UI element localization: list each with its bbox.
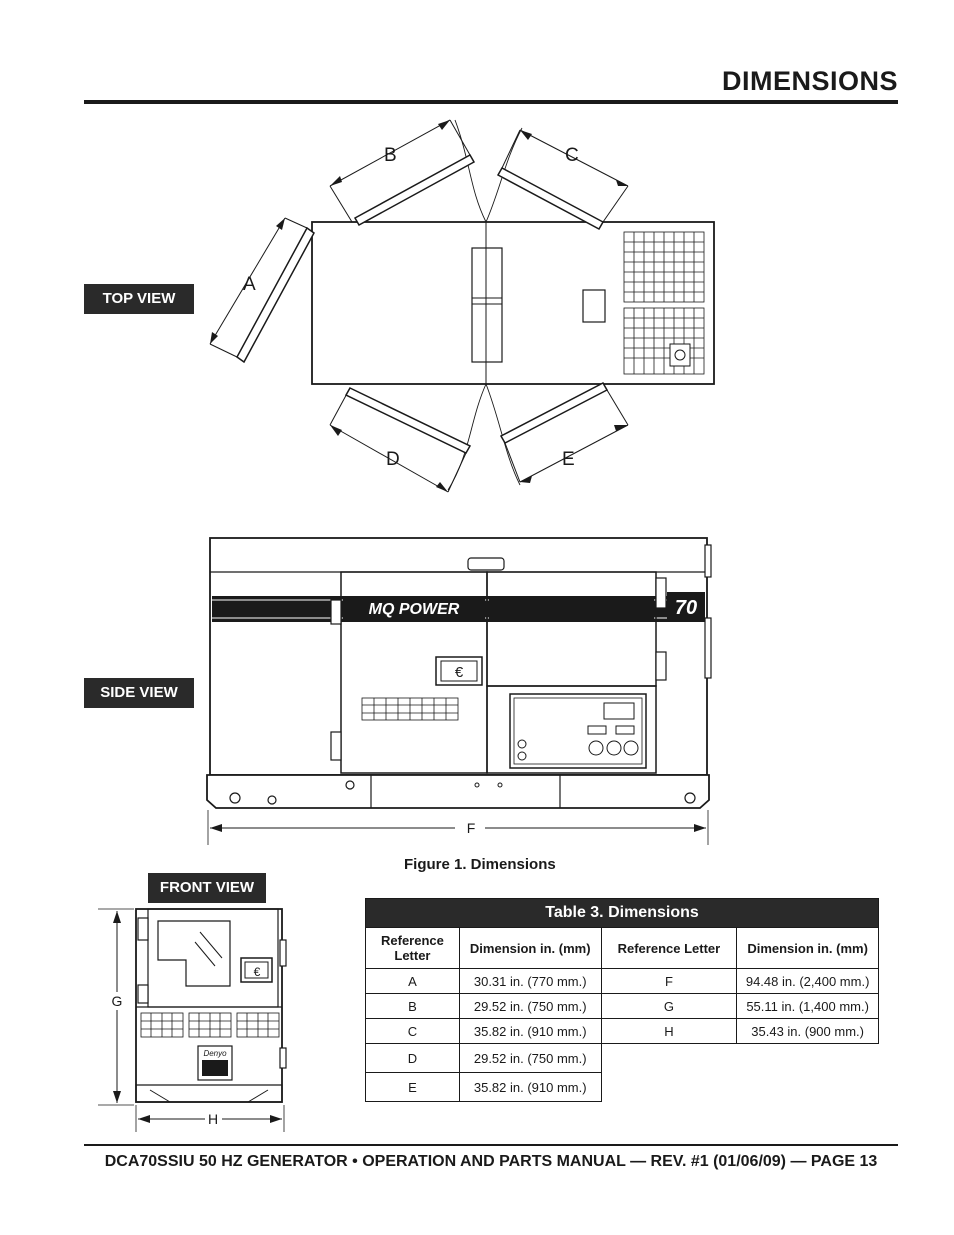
dim-cell: 94.48 in. (2,400 mm.) xyxy=(736,968,879,994)
blank-cell xyxy=(601,1073,878,1102)
dim-label-b: B xyxy=(384,145,397,166)
dim-label-g: G xyxy=(112,993,123,1009)
dim-label-h: H xyxy=(208,1111,218,1127)
ref-cell: G xyxy=(600,993,738,1019)
dimensions-table: Table 3. Dimensions Reference Letter Dim… xyxy=(365,898,879,1102)
footer-rule xyxy=(84,1144,898,1146)
title-rule xyxy=(84,100,898,104)
page-footer: DCA70SSIU 50 HZ GENERATOR • OPERATION AN… xyxy=(104,1153,878,1170)
dim-cell: 29.52 in. (750 mm.) xyxy=(458,1043,602,1073)
dim-label-a: A xyxy=(243,274,256,295)
dim-label-e: E xyxy=(562,449,575,470)
ref-cell: B xyxy=(365,993,460,1019)
column-header: Reference Letter xyxy=(600,927,738,969)
dim-label-f: F xyxy=(467,820,476,836)
dim-cell: 35.82 in. (910 mm.) xyxy=(458,1072,602,1102)
svg-text:€: € xyxy=(254,965,261,979)
top-view-drawing: B C A D E xyxy=(209,119,715,493)
table-row: A 30.31 in. (770 mm.) F 94.48 in. (2,400… xyxy=(365,968,879,994)
table-row: E 35.82 in. (910 mm.) xyxy=(365,1072,879,1102)
ref-cell: D xyxy=(365,1043,460,1073)
ref-cell: C xyxy=(365,1018,460,1044)
table-row: D 29.52 in. (750 mm.) xyxy=(365,1043,879,1073)
table-caption: Table 3. Dimensions xyxy=(365,898,879,928)
denyo-logo: Denyo xyxy=(203,1049,227,1058)
side-view-drawing: MQ POWER 70 € xyxy=(206,537,712,845)
column-header: Dimension in. (mm) xyxy=(458,927,602,969)
ref-cell: A xyxy=(365,968,460,994)
front-view-label: FRONT VIEW xyxy=(148,873,266,903)
top-view-label: TOP VIEW xyxy=(84,284,194,314)
dim-cell: 35.82 in. (910 mm.) xyxy=(458,1018,602,1044)
column-header: Reference Letter xyxy=(365,927,460,969)
dim-cell: 29.52 in. (750 mm.) xyxy=(458,993,602,1019)
figure-caption: Figure 1. Dimensions xyxy=(404,856,556,873)
front-view-drawing: € Denyo G xyxy=(98,908,287,1132)
table-row: B 29.52 in. (750 mm.) G 55.11 in. (1,400… xyxy=(365,993,879,1019)
model-badge: 70 xyxy=(675,597,697,619)
dim-cell: 30.31 in. (770 mm.) xyxy=(458,968,602,994)
blank-cell xyxy=(601,1044,878,1073)
svg-text:€: € xyxy=(455,664,464,681)
mq-power-logo: MQ POWER xyxy=(369,601,460,618)
ref-cell: F xyxy=(600,968,738,994)
dim-label-c: C xyxy=(565,145,579,166)
ref-cell: H xyxy=(600,1018,738,1044)
dim-label-d: D xyxy=(386,449,400,470)
column-header: Dimension in. (mm) xyxy=(736,927,879,969)
ref-cell: E xyxy=(365,1072,460,1102)
dim-cell: 55.11 in. (1,400 mm.) xyxy=(736,993,879,1019)
page-title: DIMENSIONS xyxy=(721,66,898,96)
table-row: C 35.82 in. (910 mm.) H 35.43 in. (900 m… xyxy=(365,1018,879,1044)
side-view-label: SIDE VIEW xyxy=(84,678,194,708)
dim-cell: 35.43 in. (900 mm.) xyxy=(736,1018,879,1044)
